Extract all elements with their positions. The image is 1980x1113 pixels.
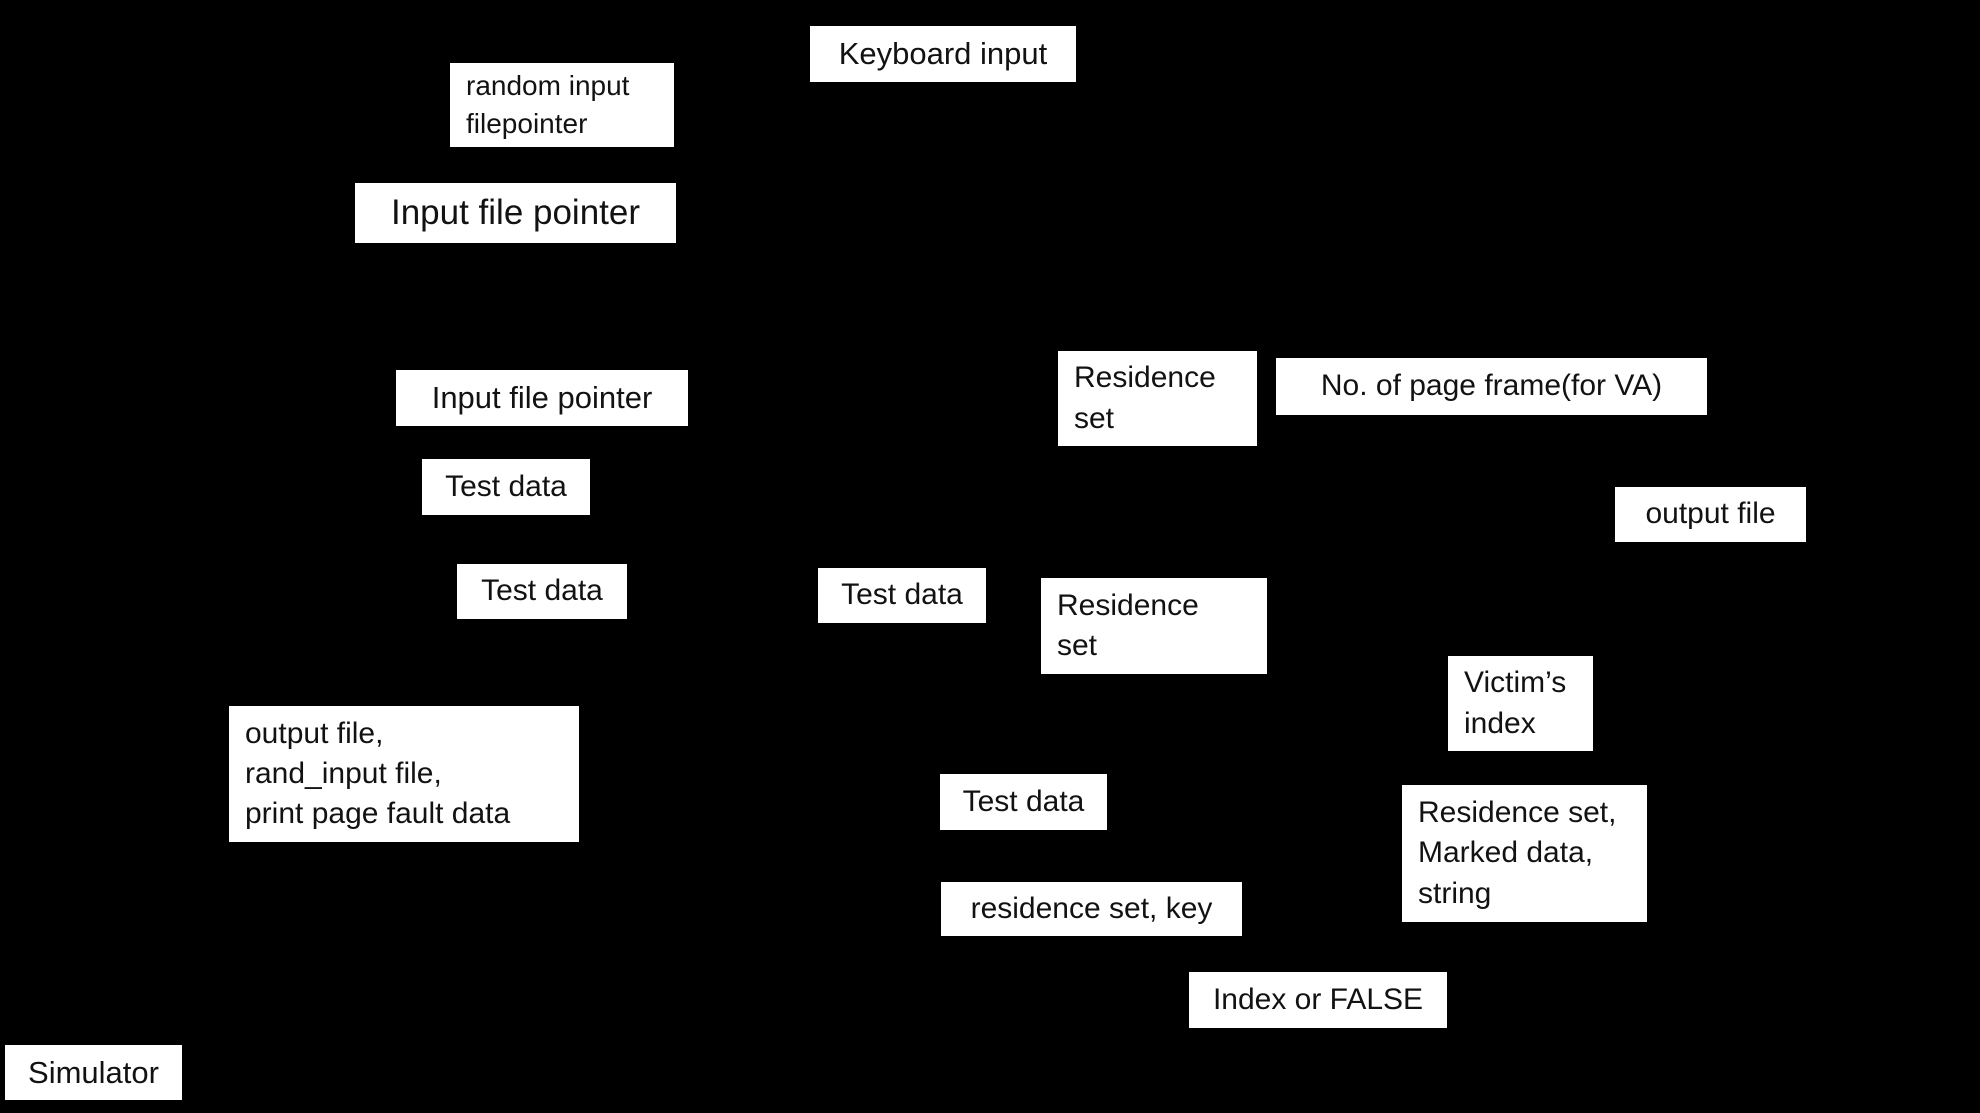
label-line: random input <box>466 70 630 102</box>
input-file-pointer-small-label: Input file pointer <box>396 370 688 426</box>
label-line: Simulator <box>28 1054 159 1090</box>
label-line: Index or FALSE <box>1212 982 1424 1016</box>
label-line: string <box>1418 876 1492 910</box>
simulator-label: Simulator <box>5 1045 182 1100</box>
label-line: Residence <box>1074 361 1216 395</box>
residence-marked-string-label: Residence set, Marked data, string <box>1402 785 1647 922</box>
victims-index-label: Victim’s index <box>1448 656 1593 751</box>
index-or-false-label: Index or FALSE <box>1189 972 1447 1028</box>
label-line: Residence <box>1057 588 1199 622</box>
residence-set-key-label: residence set, key <box>941 882 1242 936</box>
label-line: Victim’s <box>1464 666 1567 700</box>
label-line: Test data <box>445 469 567 503</box>
test-data-1-label: Test data <box>422 459 590 515</box>
output-file-label: output file <box>1615 487 1806 542</box>
label-line: Test data <box>962 784 1085 818</box>
label-line: rand_input file, <box>245 756 442 790</box>
input-file-pointer-large-label: Input file pointer <box>355 183 676 243</box>
label-line: filepointer <box>466 108 588 139</box>
label-line: Test data <box>481 574 603 608</box>
simulator-outputs-label: output file, rand_input file, print page f… <box>229 706 579 842</box>
label-line: set <box>1057 629 1098 662</box>
label-line: set <box>1074 401 1115 435</box>
test-data-2-label: Test data <box>457 564 627 619</box>
label-line: Input file pointer <box>431 380 653 416</box>
no-of-page-frame-label: No. of page frame(for VA) <box>1276 358 1707 415</box>
label-line: Keyboard input <box>838 36 1048 72</box>
label-line: output file, <box>245 716 384 750</box>
label-line: output file <box>1645 497 1776 531</box>
residence-set-upper-label: Residence set <box>1058 351 1257 446</box>
label-line: Residence set, <box>1418 796 1617 830</box>
label-line: Input file pointer <box>390 192 641 232</box>
label-line: No. of page frame(for VA) <box>1320 369 1663 403</box>
label-line: Marked data, <box>1418 836 1594 870</box>
test-data-4-label: Test data <box>940 774 1107 830</box>
label-line: print page fault data <box>245 797 511 831</box>
label-line: residence set, key <box>970 891 1213 925</box>
label-line: Test data <box>841 578 963 612</box>
residence-set-lower-label: Residence set <box>1041 578 1267 674</box>
label-line: index <box>1464 706 1536 740</box>
random-input-filepointer-label: random input filepointer <box>450 63 674 147</box>
test-data-3-label: Test data <box>818 568 986 623</box>
keyboard-input-label: Keyboard input <box>810 26 1076 82</box>
